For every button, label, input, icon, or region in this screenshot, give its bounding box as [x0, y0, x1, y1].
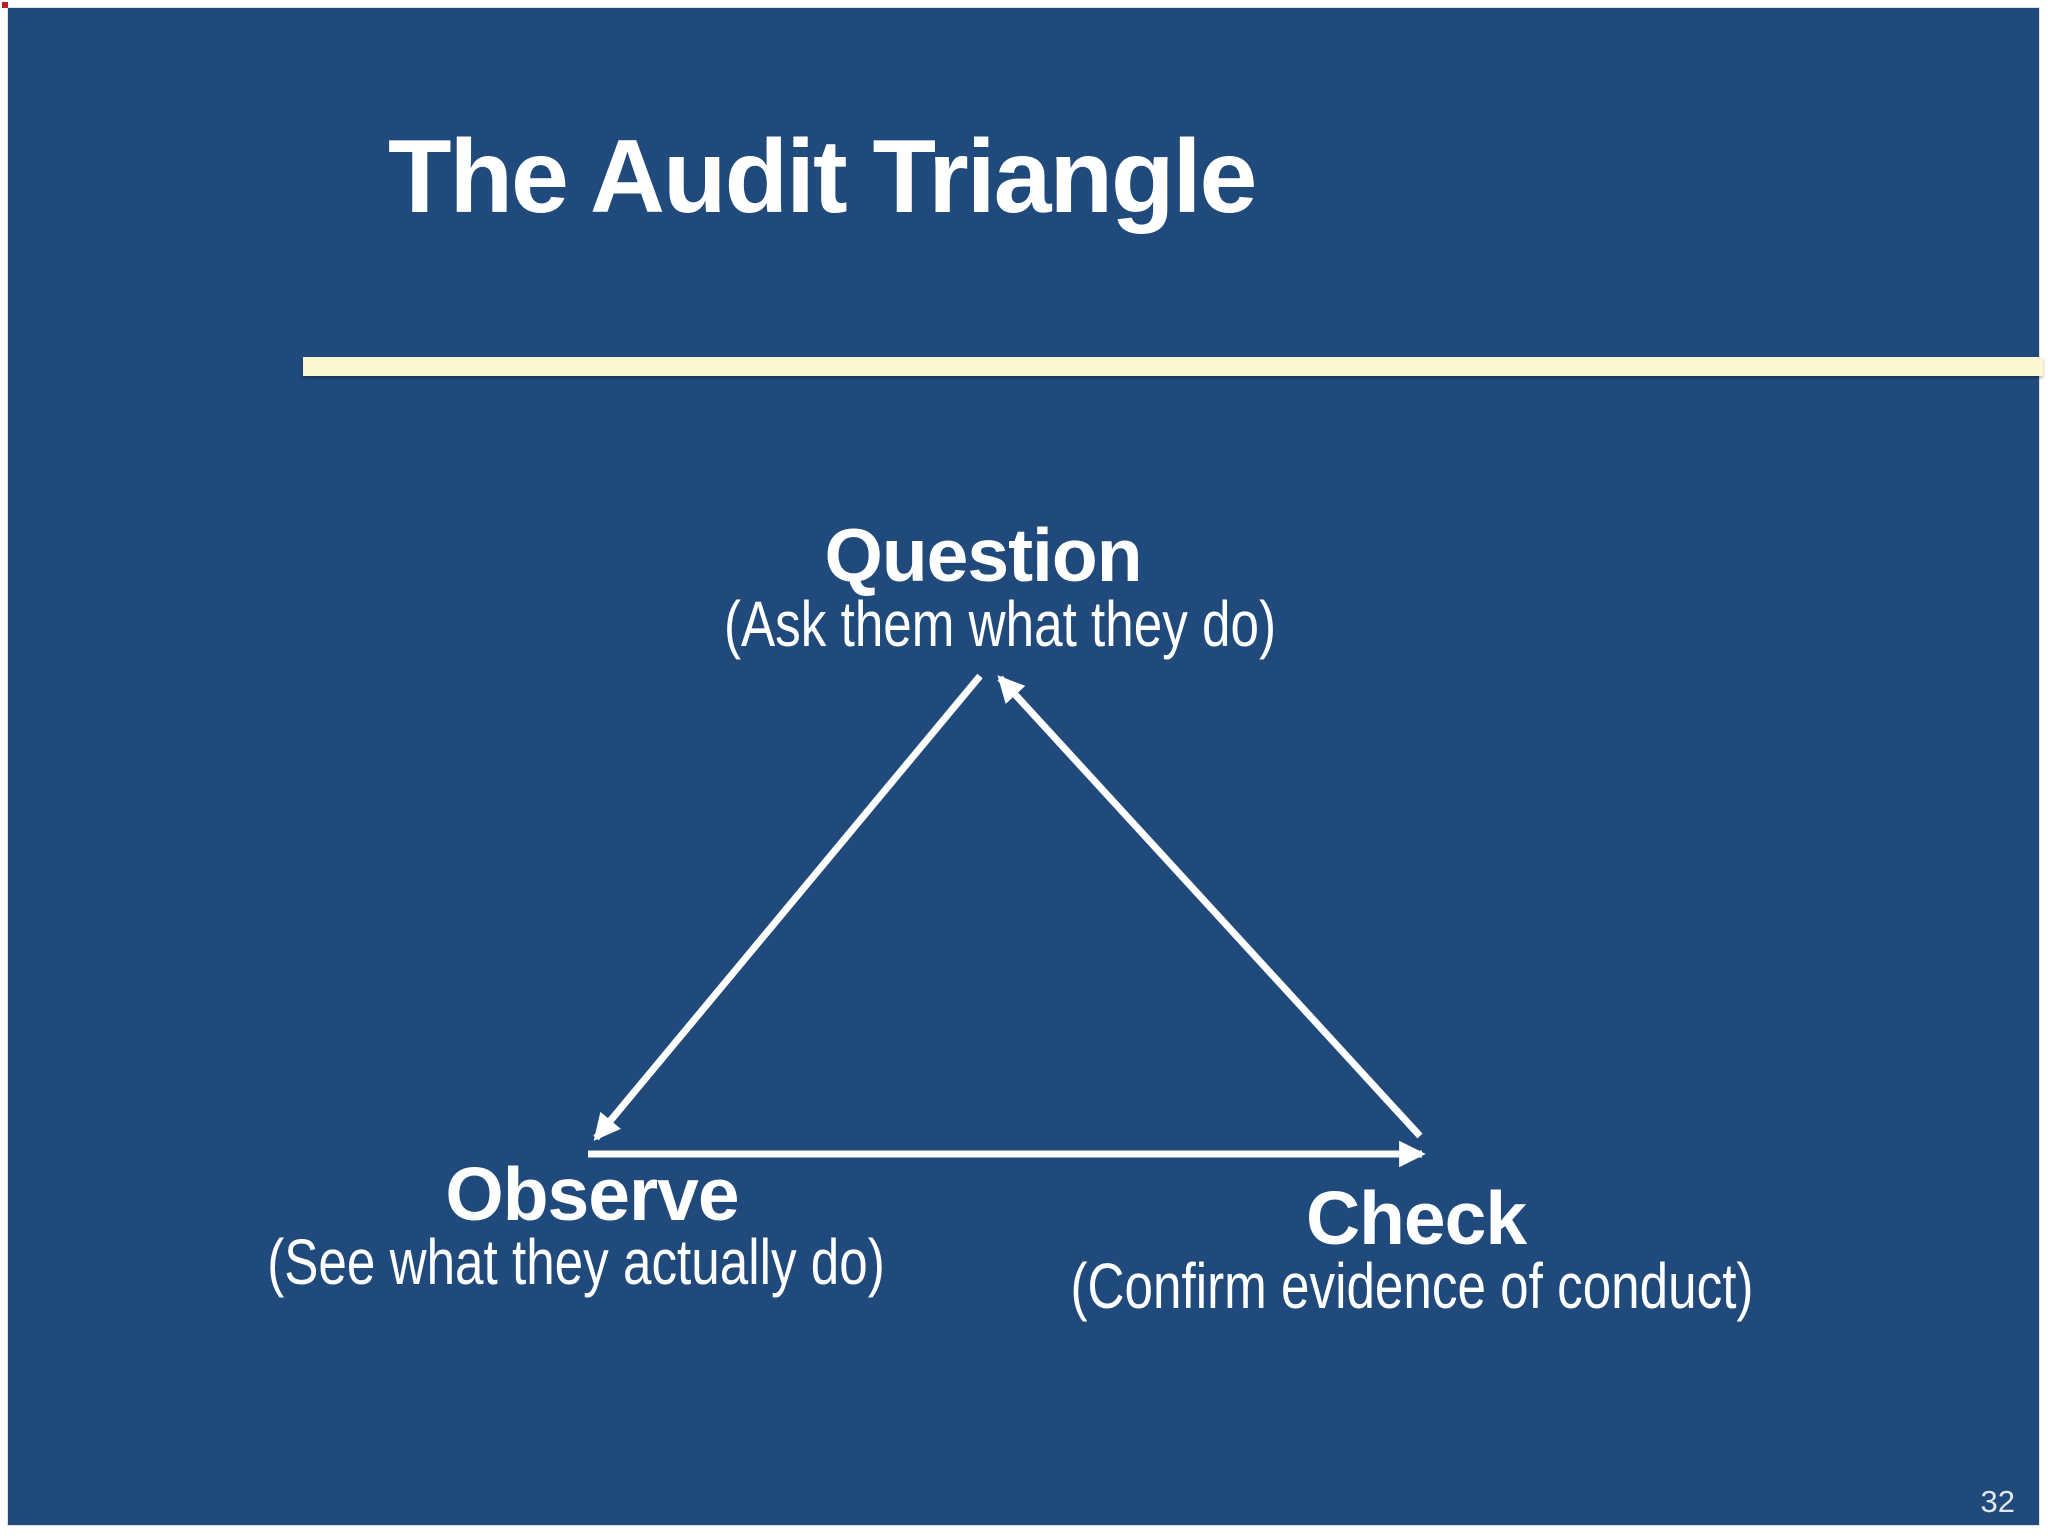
vertex-label-check: Check	[1305, 1176, 1527, 1260]
slide-title: The Audit Triangle	[388, 119, 1257, 235]
vertex-caption-question: (Ask them what they do)	[723, 588, 1277, 660]
vertex-label-question: Question	[824, 513, 1142, 597]
slide-background: The Audit Triangle Question (Ask them wh…	[8, 8, 2043, 1525]
page-number: 32	[1980, 1484, 2015, 1519]
title-divider-line	[303, 357, 2043, 376]
corner-mark	[2, 2, 8, 8]
vertex-caption-observe: (See what they actually do)	[267, 1226, 885, 1298]
vertex-caption-check: (Confirm evidence of conduct)	[1070, 1250, 1754, 1322]
vertex-label-observe: Observe	[445, 1152, 739, 1236]
